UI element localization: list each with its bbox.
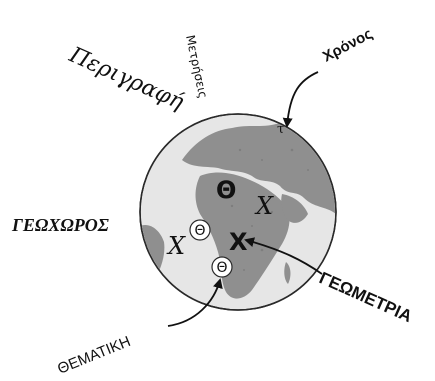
label-tau: τ — [277, 122, 284, 137]
theta-large-symbol: Θ — [216, 176, 236, 204]
x-bold-symbol: X — [229, 228, 248, 256]
globe — [140, 114, 336, 310]
label-thematiki: ΘΕΜΑΤΙΚΗ — [55, 333, 133, 378]
theta-small-upper-marker: Θ — [190, 220, 210, 240]
x-right-symbol: X — [254, 192, 274, 220]
label-metriseis: Μετρήσεις — [183, 34, 210, 100]
x-left-symbol: X — [166, 232, 186, 260]
label-perigrafi: Περιγραφή — [65, 42, 188, 115]
label-xronos: Χρόνος — [320, 25, 376, 65]
theta-small-lower-marker: Θ — [212, 257, 232, 277]
arrow-xronos — [287, 72, 318, 126]
label-geoxoros: ΓΕΩΧΩΡΟΣ — [11, 215, 109, 235]
label-geometria: ΓΕΩΜΕΤΡΙΑ — [316, 268, 415, 326]
theta-small-upper-symbol: Θ — [194, 223, 205, 239]
theta-small-lower-symbol: Θ — [216, 260, 227, 276]
